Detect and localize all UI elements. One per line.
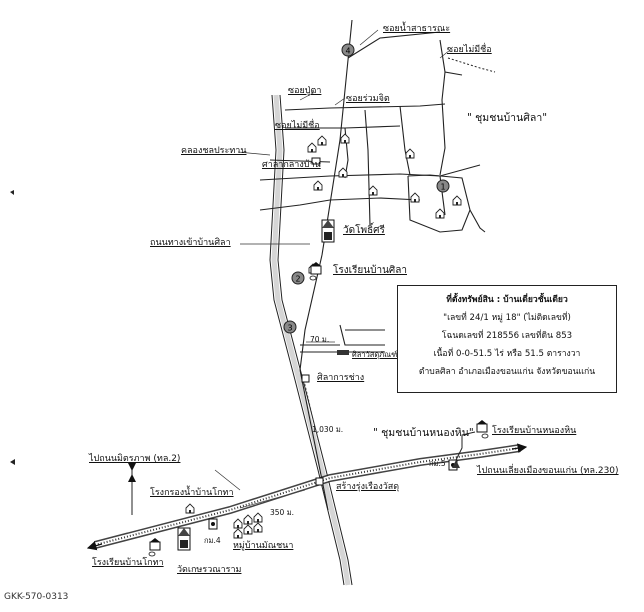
label-community-nonghin: " ชุมชนบ้านหนองหิน" xyxy=(373,427,474,439)
label-distance-350: 350 ม. xyxy=(270,508,295,517)
info-line-3: โฉนดเลขที่ 218556 เลขที่ดิน 853 xyxy=(441,331,573,341)
left-arrow xyxy=(86,541,103,551)
school-nonghin-icon xyxy=(476,420,489,439)
margin-mark xyxy=(10,190,14,195)
info-line-5: ตำบลศิลา อำเภอเมืองขอนแก่น จังหวัดขอนแก่… xyxy=(418,367,596,377)
label-unnamed-alley-left: ซอยไม่มีชื่อ xyxy=(275,121,320,131)
label-distance-70: 70 ม. xyxy=(310,335,330,344)
label-distance-1030: 1,030 ม. xyxy=(312,425,344,434)
label-unnamed-alley-top: ซอยไม่มีชื่อ xyxy=(447,45,492,55)
label-irrigation-canal: คลองชลประทาน xyxy=(181,146,247,156)
label-to-mittraphap: ไปถนนมิตรภาพ (ทล.2) xyxy=(89,454,181,464)
leader-lines xyxy=(214,29,451,491)
label-alley-pita: ซอยปู่ตา xyxy=(288,86,322,96)
label-school-nonghin: โรงเรียนบ้านหนองหิน xyxy=(492,426,577,436)
label-alley-ruamjai: ซอยร่วมจิต xyxy=(346,94,390,104)
garage-icon xyxy=(301,374,310,383)
road-nonghin xyxy=(454,431,476,463)
sangrung-icon xyxy=(315,477,324,486)
school-kota-icon xyxy=(148,538,161,557)
village-houses xyxy=(307,133,462,274)
right-arrow xyxy=(511,443,528,453)
label-silla-store: ศิลาวัสดุภัณฑ์ xyxy=(352,350,398,359)
canal-fill xyxy=(271,94,351,586)
access-road-south xyxy=(299,369,329,511)
label-community-silla: " ชุมชนบ้านศิลา" xyxy=(467,112,548,124)
school-silla-icon xyxy=(309,262,322,281)
label-school-kota: โรงเรียนบ้านโกทา xyxy=(92,558,164,568)
label-temple-kaset: วัดเกษรวณาราม xyxy=(177,565,242,575)
label-sangrung: สร้างรุ่งเรืองวัสดุ xyxy=(336,482,400,492)
dashed-alley xyxy=(447,57,496,73)
footer-code: GKK-570-0313 xyxy=(4,592,69,602)
label-km5: กม.5 xyxy=(429,459,446,468)
label-silla-garage: ศิลาการช่าง xyxy=(317,373,365,383)
temple-kaset-icon xyxy=(177,527,191,551)
irrigation-canal xyxy=(269,94,353,586)
label-access-road: ถนนทางเข้าบ้านศิลา xyxy=(150,238,231,248)
temple-pho-icon xyxy=(321,219,335,243)
info-line-2: "เลขที่ 24/1 หมู่ 18" (ไม่ติดเลขที่) xyxy=(443,313,571,323)
label-village-monchana: หมู่บ้านมัณชนา xyxy=(233,541,294,551)
label-temple-pho: วัดโพธิ์ศรี xyxy=(343,225,385,236)
label-school-silla: โรงเรียนบ้านศิลา xyxy=(333,265,407,276)
property-info-box: ที่ตั้งทรัพย์สิน : บ้านเดี่ยวชั้นเดียว "… xyxy=(397,285,617,393)
marker-4: 4 xyxy=(341,43,355,57)
label-to-bypass: ไปถนนเลี่ยงเมืองขอนแก่น (ทล.230) xyxy=(477,466,619,476)
marker-3: 3 xyxy=(283,320,297,334)
svg-text:1: 1 xyxy=(440,183,445,192)
svg-text:2: 2 xyxy=(295,275,300,284)
margin-mark xyxy=(10,459,15,465)
pavilion-icon xyxy=(311,157,321,165)
label-village-pavilion: ศาลากลางบ้าน xyxy=(262,160,321,170)
label-water-plant: โรงกรองน้ำบ้านโกทา xyxy=(150,488,234,498)
marker-1: 1 xyxy=(436,179,450,193)
label-km4: กม.4 xyxy=(204,536,221,545)
info-line-1: ที่ตั้งทรัพย์สิน : บ้านเดี่ยวชั้นเดียว xyxy=(446,295,568,305)
svg-text:4: 4 xyxy=(345,47,350,56)
marker-2: 2 xyxy=(291,271,305,285)
store-icon xyxy=(337,350,349,355)
svg-text:3: 3 xyxy=(287,324,292,333)
info-line-4: เนื้อที่ 0-0-51.5 ไร่ หรือ 51.5 ตารางวา xyxy=(433,349,581,359)
label-water-alley: ซอยน้ำสาธารณะ xyxy=(383,24,451,34)
km4-post-icon xyxy=(208,518,218,530)
main-highway xyxy=(93,444,521,549)
distance-line-350 xyxy=(239,489,306,509)
property-pin-icon xyxy=(452,460,460,468)
silla-road-network xyxy=(259,19,486,371)
